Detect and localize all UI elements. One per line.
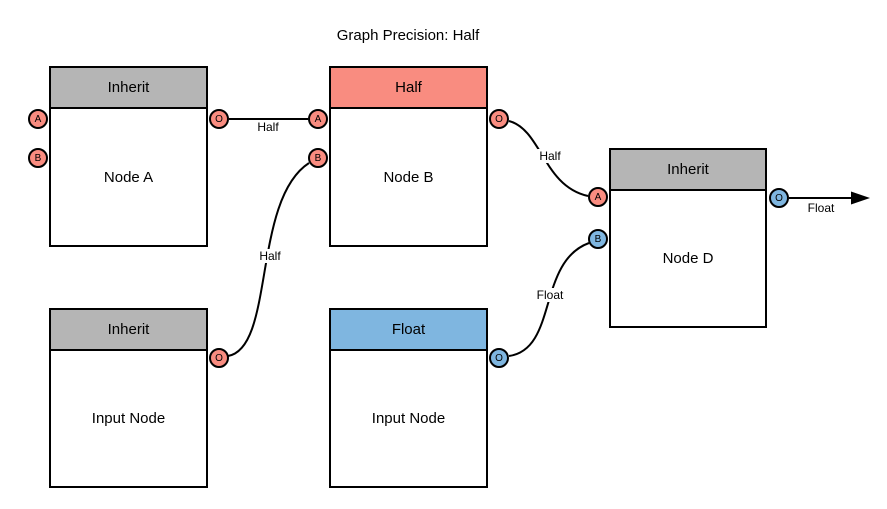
edge-label-input-left-to-node-b: Half — [257, 249, 283, 263]
node-b-precision-header: Half — [331, 68, 486, 109]
input-node-mid-label: Input Node — [371, 410, 446, 427]
input-node-mid-port-o: O — [489, 348, 509, 368]
edge-input-mid-to-node-d — [508, 242, 590, 357]
node-d-port-o: O — [769, 188, 789, 208]
node-d-label: Node D — [662, 250, 714, 267]
input-node-left: Inherit Input Node — [49, 308, 208, 488]
edge-label-node-b-to-node-d: Half — [537, 149, 563, 163]
edge-label-input-mid-to-node-d: Float — [534, 288, 566, 302]
input-node-left-label: Input Node — [91, 410, 166, 427]
node-d: Inherit Node D — [609, 148, 767, 328]
node-b-port-b: B — [308, 148, 328, 168]
input-node-left-port-o: O — [209, 348, 229, 368]
node-d-precision-header: Inherit — [611, 150, 765, 191]
node-b-port-a: A — [308, 109, 328, 129]
edge-label-node-a-to-node-b: Half — [255, 120, 281, 134]
node-d-port-a: A — [588, 187, 608, 207]
node-a-port-a: A — [28, 109, 48, 129]
edge-input-left-to-node-b — [227, 162, 310, 357]
diagram-title: Graph Precision: Half — [336, 27, 480, 44]
input-node-mid-precision-header: Float — [331, 310, 486, 351]
node-d-port-b: B — [588, 229, 608, 249]
node-b-label: Node B — [383, 168, 434, 186]
input-node-left-precision-header: Inherit — [51, 310, 206, 351]
node-a-port-b: B — [28, 148, 48, 168]
node-b: Half Node B — [329, 66, 488, 247]
node-a-precision-header: Inherit — [51, 68, 206, 109]
node-a-port-o: O — [209, 109, 229, 129]
output-arrowhead-icon — [851, 191, 870, 205]
input-node-mid: Float Input Node — [329, 308, 488, 488]
node-b-port-o: O — [489, 109, 509, 129]
edge-label-node-d-output: Float — [805, 201, 837, 215]
node-a: Inherit Node A — [49, 66, 208, 247]
node-a-label: Node A — [103, 168, 154, 186]
